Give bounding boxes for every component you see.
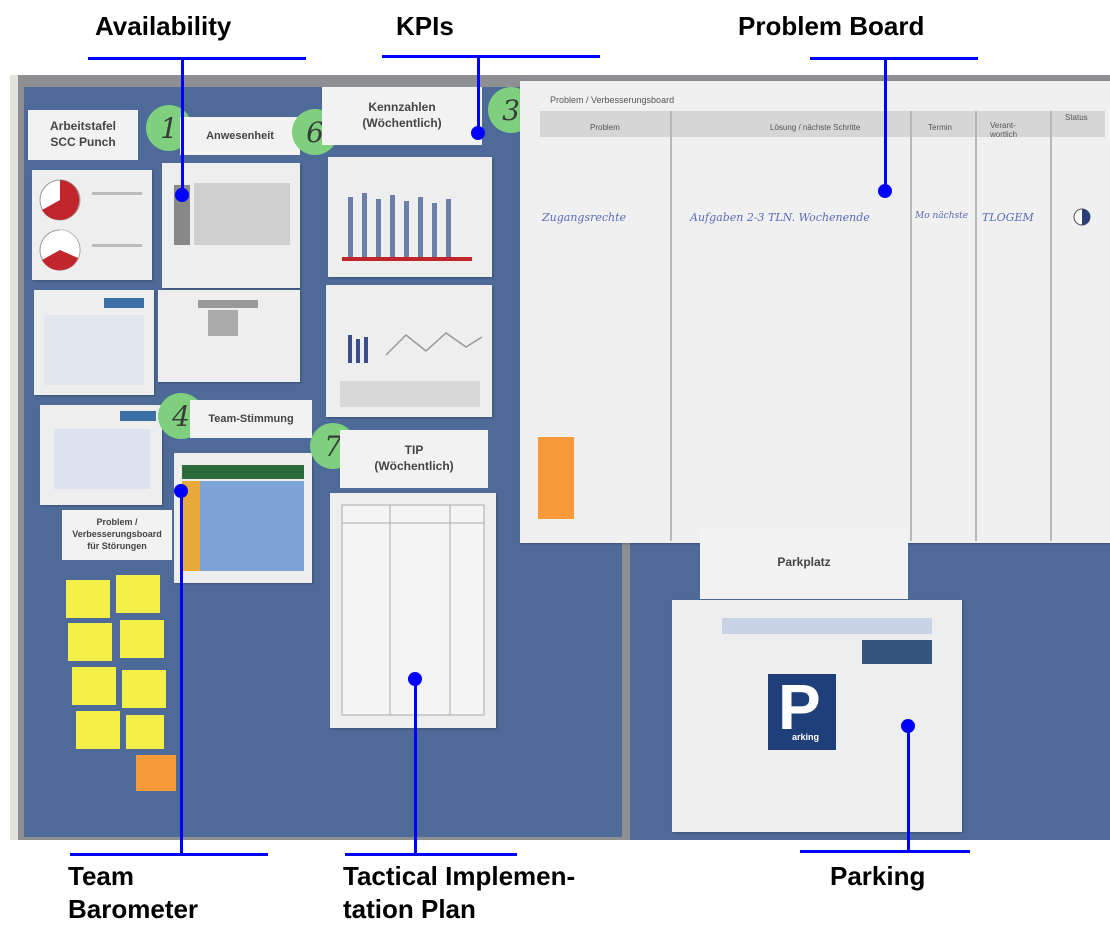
tip-line1: TIP [404, 443, 424, 458]
callout-line [88, 57, 306, 60]
problem-board-col-termin: Termin [928, 123, 953, 132]
parking-sign-letter: P [778, 671, 821, 743]
sticky-note [76, 711, 120, 749]
status-half-moon-icon [1073, 208, 1091, 226]
parkplatz-label: Parkplatz [777, 555, 831, 570]
callout-team-barometer-line2: Barometer [68, 893, 199, 924]
callout-parking: Parking [830, 861, 926, 891]
column-divider [1050, 111, 1052, 541]
callout-kpis: KPIs [396, 11, 454, 41]
column-divider [670, 111, 672, 541]
tip-card: TIP (Wöchentlich) [340, 430, 488, 488]
kennzahlen-line2: (Wöchentlich) [362, 116, 442, 130]
problem-board-col-loesung: Lösung / nächste Schritte [770, 123, 861, 132]
column-divider [975, 111, 977, 541]
callout-availability: Availability [95, 11, 232, 41]
callout-line [414, 678, 417, 855]
parking-sheet-header [722, 618, 932, 634]
attendance-chart [198, 300, 258, 336]
arbeitstafel-line2: SCC Punch [50, 135, 116, 149]
left-document-1-content [44, 298, 144, 385]
team-barometer-sheet [174, 453, 312, 583]
sticky-note [122, 670, 166, 708]
callout-line [180, 490, 183, 855]
kpi-sheet-2 [326, 285, 492, 417]
kpi-bar-chart [342, 193, 472, 261]
sticky-note [120, 620, 164, 658]
anwesenheit-label: Anwesenheit [206, 129, 274, 142]
header-bg [540, 111, 1105, 137]
callout-line [800, 850, 970, 853]
callout-tip-line2: tation Plan [343, 893, 476, 924]
kennzahlen-card: Kennzahlen (Wöchentlich) [322, 87, 482, 145]
callout-marker [175, 188, 189, 202]
parking-sign: P arking [768, 671, 836, 750]
problem-board-title: Problem / Verbesserungsboard [550, 95, 675, 105]
problem-board-col-problem: Problem [590, 123, 620, 132]
sticky-note [72, 667, 116, 705]
small-problem-line3: für Störungen [87, 540, 147, 551]
sticky-note [68, 623, 112, 661]
parking-sheet: P arking [672, 600, 962, 832]
callout-line [70, 853, 268, 856]
callout-tactical-implementation-plan: Tactical Implemen- tation Plan [343, 860, 575, 925]
availability-sheet [32, 170, 152, 280]
callout-line [382, 55, 600, 58]
kennzahlen-line1: Kennzahlen [368, 100, 436, 115]
callout-line [810, 57, 978, 60]
parkplatz-card: Parkplatz [700, 527, 908, 599]
orange-note [136, 755, 176, 791]
pinboard-photo: Arbeitstafel SCC Punch 1 Anwesenheit [10, 75, 1110, 840]
problem-board-sheet: Problem / Verbesserungsboard Problem Lös… [520, 81, 1110, 543]
sticky-note [126, 715, 164, 749]
small-problem-line1: Problem / [96, 517, 138, 528]
attendance-sheet [162, 163, 300, 288]
left-document-2-content [54, 411, 156, 489]
sticky-note [66, 580, 110, 618]
callout-line [907, 725, 910, 853]
callout-line [181, 57, 184, 195]
left-document-2 [40, 405, 162, 505]
column-divider [910, 111, 912, 541]
callout-team-barometer: Team Barometer [68, 860, 198, 925]
left-document-1 [34, 290, 154, 395]
team-stimmung-card: Team-Stimmung [190, 400, 312, 438]
callout-problem-board: Problem Board [738, 11, 925, 41]
team-stimmung-label: Team-Stimmung [208, 412, 294, 425]
team-barometer-grid [182, 465, 304, 571]
callout-line [884, 57, 887, 189]
parking-sign-word: arking [792, 732, 820, 742]
kpi-sheet-1 [328, 157, 492, 277]
callout-team-barometer-line1: Team [68, 861, 134, 891]
small-problem-board-card: Problem / Verbesserungsboard für Störung… [62, 510, 172, 560]
problem-entry-termin: Mo nächste [915, 211, 969, 221]
arbeitstafel-line1: Arbeitstafel [49, 119, 117, 134]
problem-entry-verantwortlich: TLOGEM [982, 211, 1034, 224]
attendance-sheet-2 [158, 290, 300, 382]
callout-line [477, 55, 480, 133]
sticky-note [116, 575, 160, 613]
problem-board-col-status: Status [1065, 113, 1088, 122]
orange-note [538, 437, 574, 519]
parking-sheet-photo [862, 640, 932, 664]
callout-line [345, 853, 517, 856]
problem-entry-problem: Zugangsrechte [542, 211, 627, 224]
tip-sheet [330, 493, 496, 728]
callout-tip-line1: Tactical Implemen- [343, 861, 576, 891]
kpi-line-chart [340, 332, 483, 407]
arbeitstafel-card: Arbeitstafel SCC Punch [28, 110, 138, 160]
problem-entry-loesung: Aufgaben 2-3 TLN. Wochenende [690, 211, 870, 224]
callout-marker [878, 184, 892, 198]
problem-board-col-verantwortlich: Verant-wortlich [990, 121, 1018, 139]
callout-marker [471, 126, 485, 140]
tip-table [341, 504, 485, 716]
tip-line2: (Wöchentlich) [374, 459, 454, 473]
small-problem-line2: Verbesserungsboard [72, 529, 162, 540]
availability-pie-charts [39, 179, 142, 271]
anwesenheit-card: Anwesenheit [180, 117, 300, 155]
